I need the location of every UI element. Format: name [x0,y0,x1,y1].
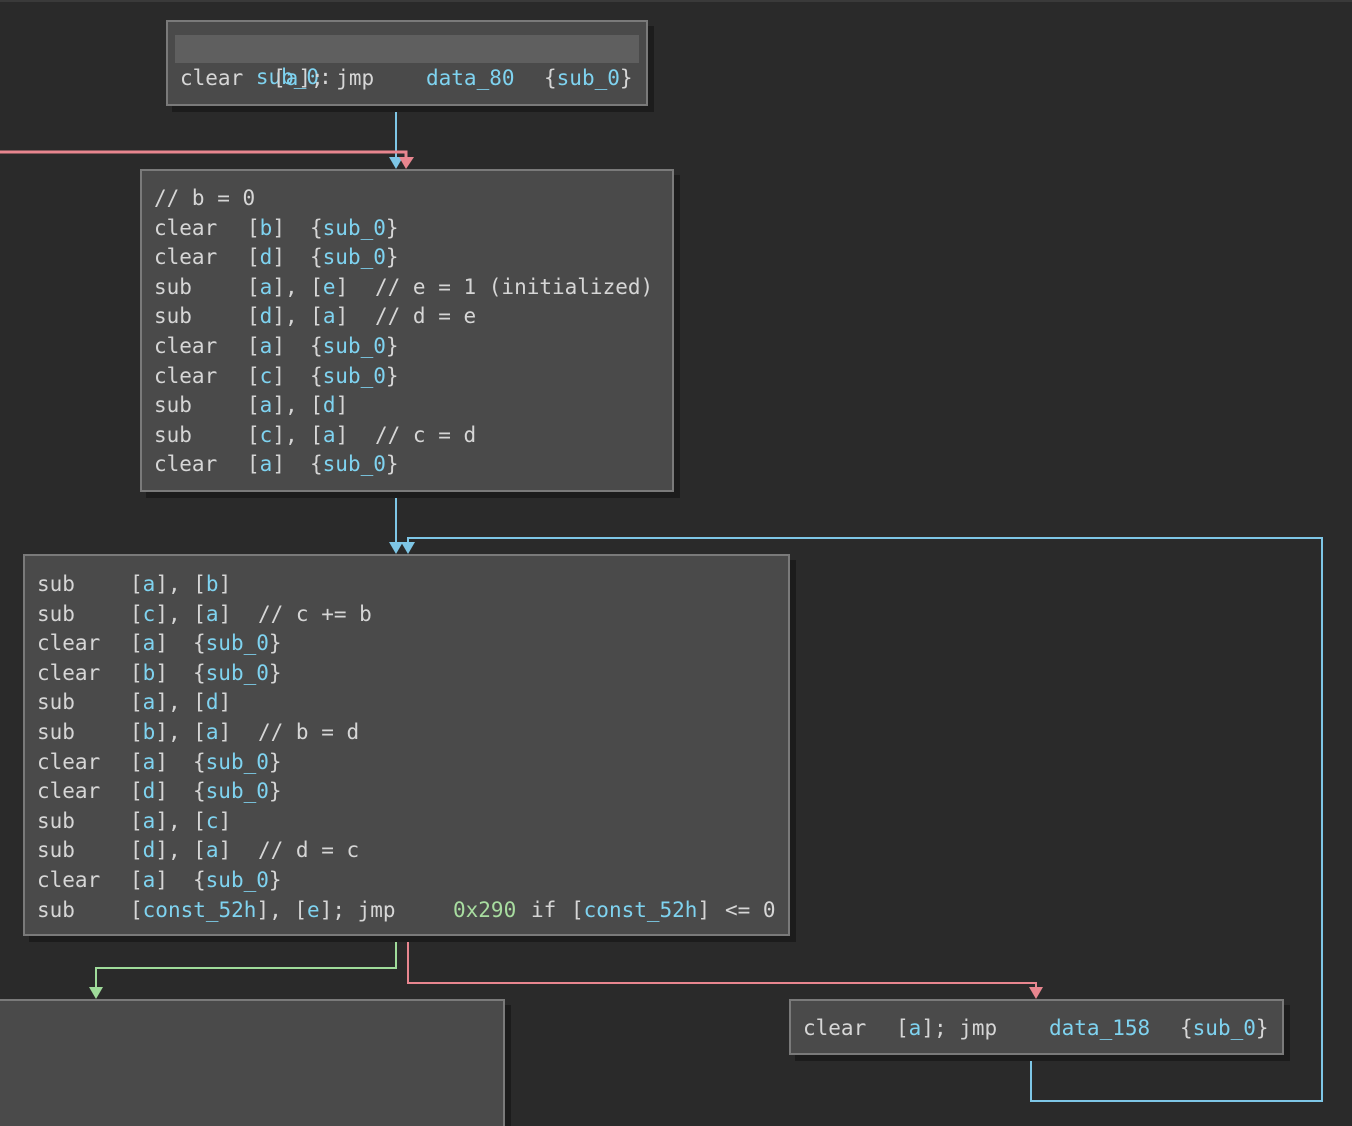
function-ref[interactable]: {sub_0} [310,363,399,388]
operands: [d] [247,245,285,270]
operands: [d], [a] [130,838,232,863]
edge-incoming-left-arrow [399,157,414,169]
jump-target: data_158 [1049,1016,1151,1040]
mnemonic: clear [37,660,101,685]
operands: [a] [247,334,285,358]
function-ref[interactable]: {sub_0} [193,779,282,804]
instruction[interactable]: clear [a]; jmp data_80 {sub_0} [180,64,640,93]
operands: [b] [130,660,168,685]
operands: [d], [a] [247,304,349,329]
mnemonic: sub [37,690,75,715]
operands: [a] [130,749,168,774]
edge-b2-b3-arrow [1029,987,1043,999]
comment: // c += b [258,601,372,626]
operands: [a], [d] [130,690,232,715]
edge-b3-b2-loop-arrow [401,542,415,554]
comment: // b = d [258,720,360,744]
mnemonic: clear [154,215,218,240]
operands: [a], [b] [130,572,232,596]
code-block-sub-0[interactable]: sub_0: clear [a]; jmp data_80 {sub_0} [166,20,648,106]
mnemonic: clear [37,868,101,892]
block-label: sub_0: [255,65,332,89]
mnemonic: sub [37,808,75,833]
function-ref[interactable]: {sub_0} [193,868,282,892]
instruction[interactable]: clear [a]; jmp data_158 {sub_0} [803,1014,1273,1043]
operands: [d] [130,779,168,804]
function-ref[interactable]: {sub_0} [310,452,399,477]
function-ref[interactable]: {sub_0} [310,245,399,270]
mnemonic: // b = 0 [154,186,256,210]
operands: [a] [130,631,168,656]
mnemonic: clear [37,779,101,804]
mnemonic: clear [37,749,101,774]
edge-incoming-left [0,150,408,158]
operands: [a], [e] [247,274,349,299]
mnemonic: clear [154,452,218,477]
function-ref[interactable]: {sub_0} [310,215,399,240]
edge-b1-b2-arrow [389,542,403,554]
mnemonic: clear [154,334,218,358]
mnemonic: sub [37,838,75,863]
code-block-data-158[interactable]: clear [a]; jmp data_158 {sub_0} [789,999,1284,1055]
function-ref[interactable]: {sub_0} [193,749,282,774]
top-divider [0,0,1352,2]
operands: [c] [247,363,285,388]
operands: [b] [247,215,285,240]
function-ref[interactable]: {sub_0} [193,660,282,685]
comment: // e = 1 (initialized) [375,274,654,299]
mnemonic: clear [154,363,218,388]
code-block-false-target[interactable] [0,999,505,1126]
comment: // c = d [375,422,477,447]
mnemonic: clear [154,245,218,270]
mnemonic: sub [154,274,192,299]
mnemonic: sub [37,601,75,626]
edge-b3-b2-loop [407,537,1323,1102]
edge-b2-b3 [407,936,1037,988]
mnemonic: sub [154,304,192,329]
operands: [c], [a] [130,601,232,626]
jump-target: data_80 [426,66,515,90]
operands: [a], [d] [247,393,349,418]
mnemonic: sub [37,720,75,744]
comment: // d = e [375,304,477,329]
operands: [b], [a] [130,720,232,744]
operands: [a], [c] [130,808,232,833]
block-header [175,35,639,63]
edge-b2-false [95,936,397,988]
operands: [c], [a] [247,422,349,447]
comment: // d = c [258,838,360,863]
instruction-conditional-jump[interactable]: sub [const_52h], [e]; jmp 0x290 if [cons… [37,896,782,925]
operands: [a] [247,452,285,477]
mnemonic: sub [154,393,192,418]
operands: [a] [130,868,168,892]
function-ref[interactable]: {sub_0} [310,334,399,358]
mnemonic: clear [37,631,101,656]
code-block-loop[interactable]: sub [a], [b] sub [c], [a] // c += b clear [a] {… [23,554,790,936]
function-ref[interactable]: {sub_0} [193,631,282,656]
mnemonic: sub [154,422,192,447]
mnemonic: sub [37,572,75,596]
edge-b0-b1-arrow [389,157,403,169]
jump-target: 0x290 [453,898,517,922]
edge-b2-false-arrow [89,987,103,999]
